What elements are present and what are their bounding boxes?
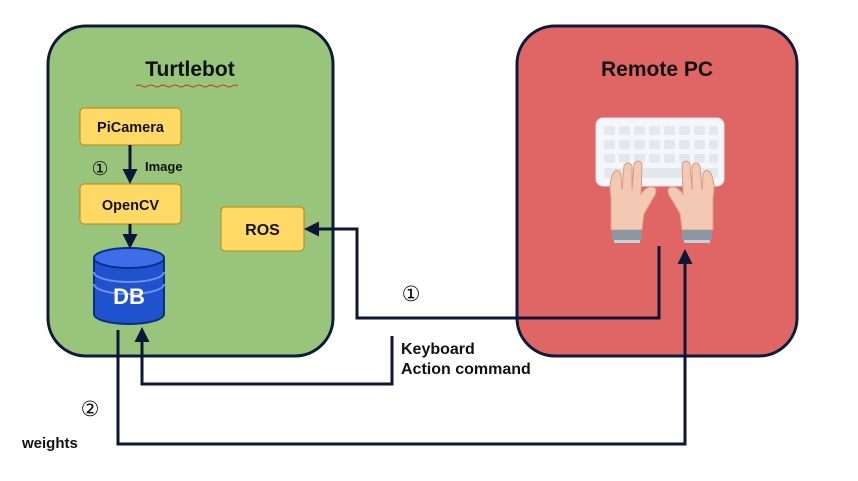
turtlebot-title: Turtlebot (145, 58, 234, 81)
keyboard-hands-icon (595, 117, 725, 243)
db-label: DB (113, 284, 145, 309)
ros-label: ROS (245, 222, 280, 239)
image-label: Image (145, 159, 183, 174)
arrow-keyboard-to-ros (304, 221, 661, 320)
db-node (93, 247, 165, 325)
remote-pc-panel (515, 24, 799, 358)
remote-pc-title: Remote PC (601, 58, 713, 81)
picamera-label: PiCamera (97, 120, 165, 136)
title-underline (135, 84, 239, 88)
keyboard-label: Keyboard (401, 341, 475, 358)
step2-circle: ② (81, 398, 100, 421)
step1-circle-b: ① (402, 283, 421, 306)
opencv-label: OpenCV (102, 198, 160, 214)
arrow-weights-to-remote (116, 249, 693, 446)
step1-circle-a: ① (91, 159, 108, 180)
action-command-label: Action command (401, 361, 531, 378)
weights-label: weights (21, 435, 78, 452)
arrow-action-to-db (134, 327, 394, 386)
